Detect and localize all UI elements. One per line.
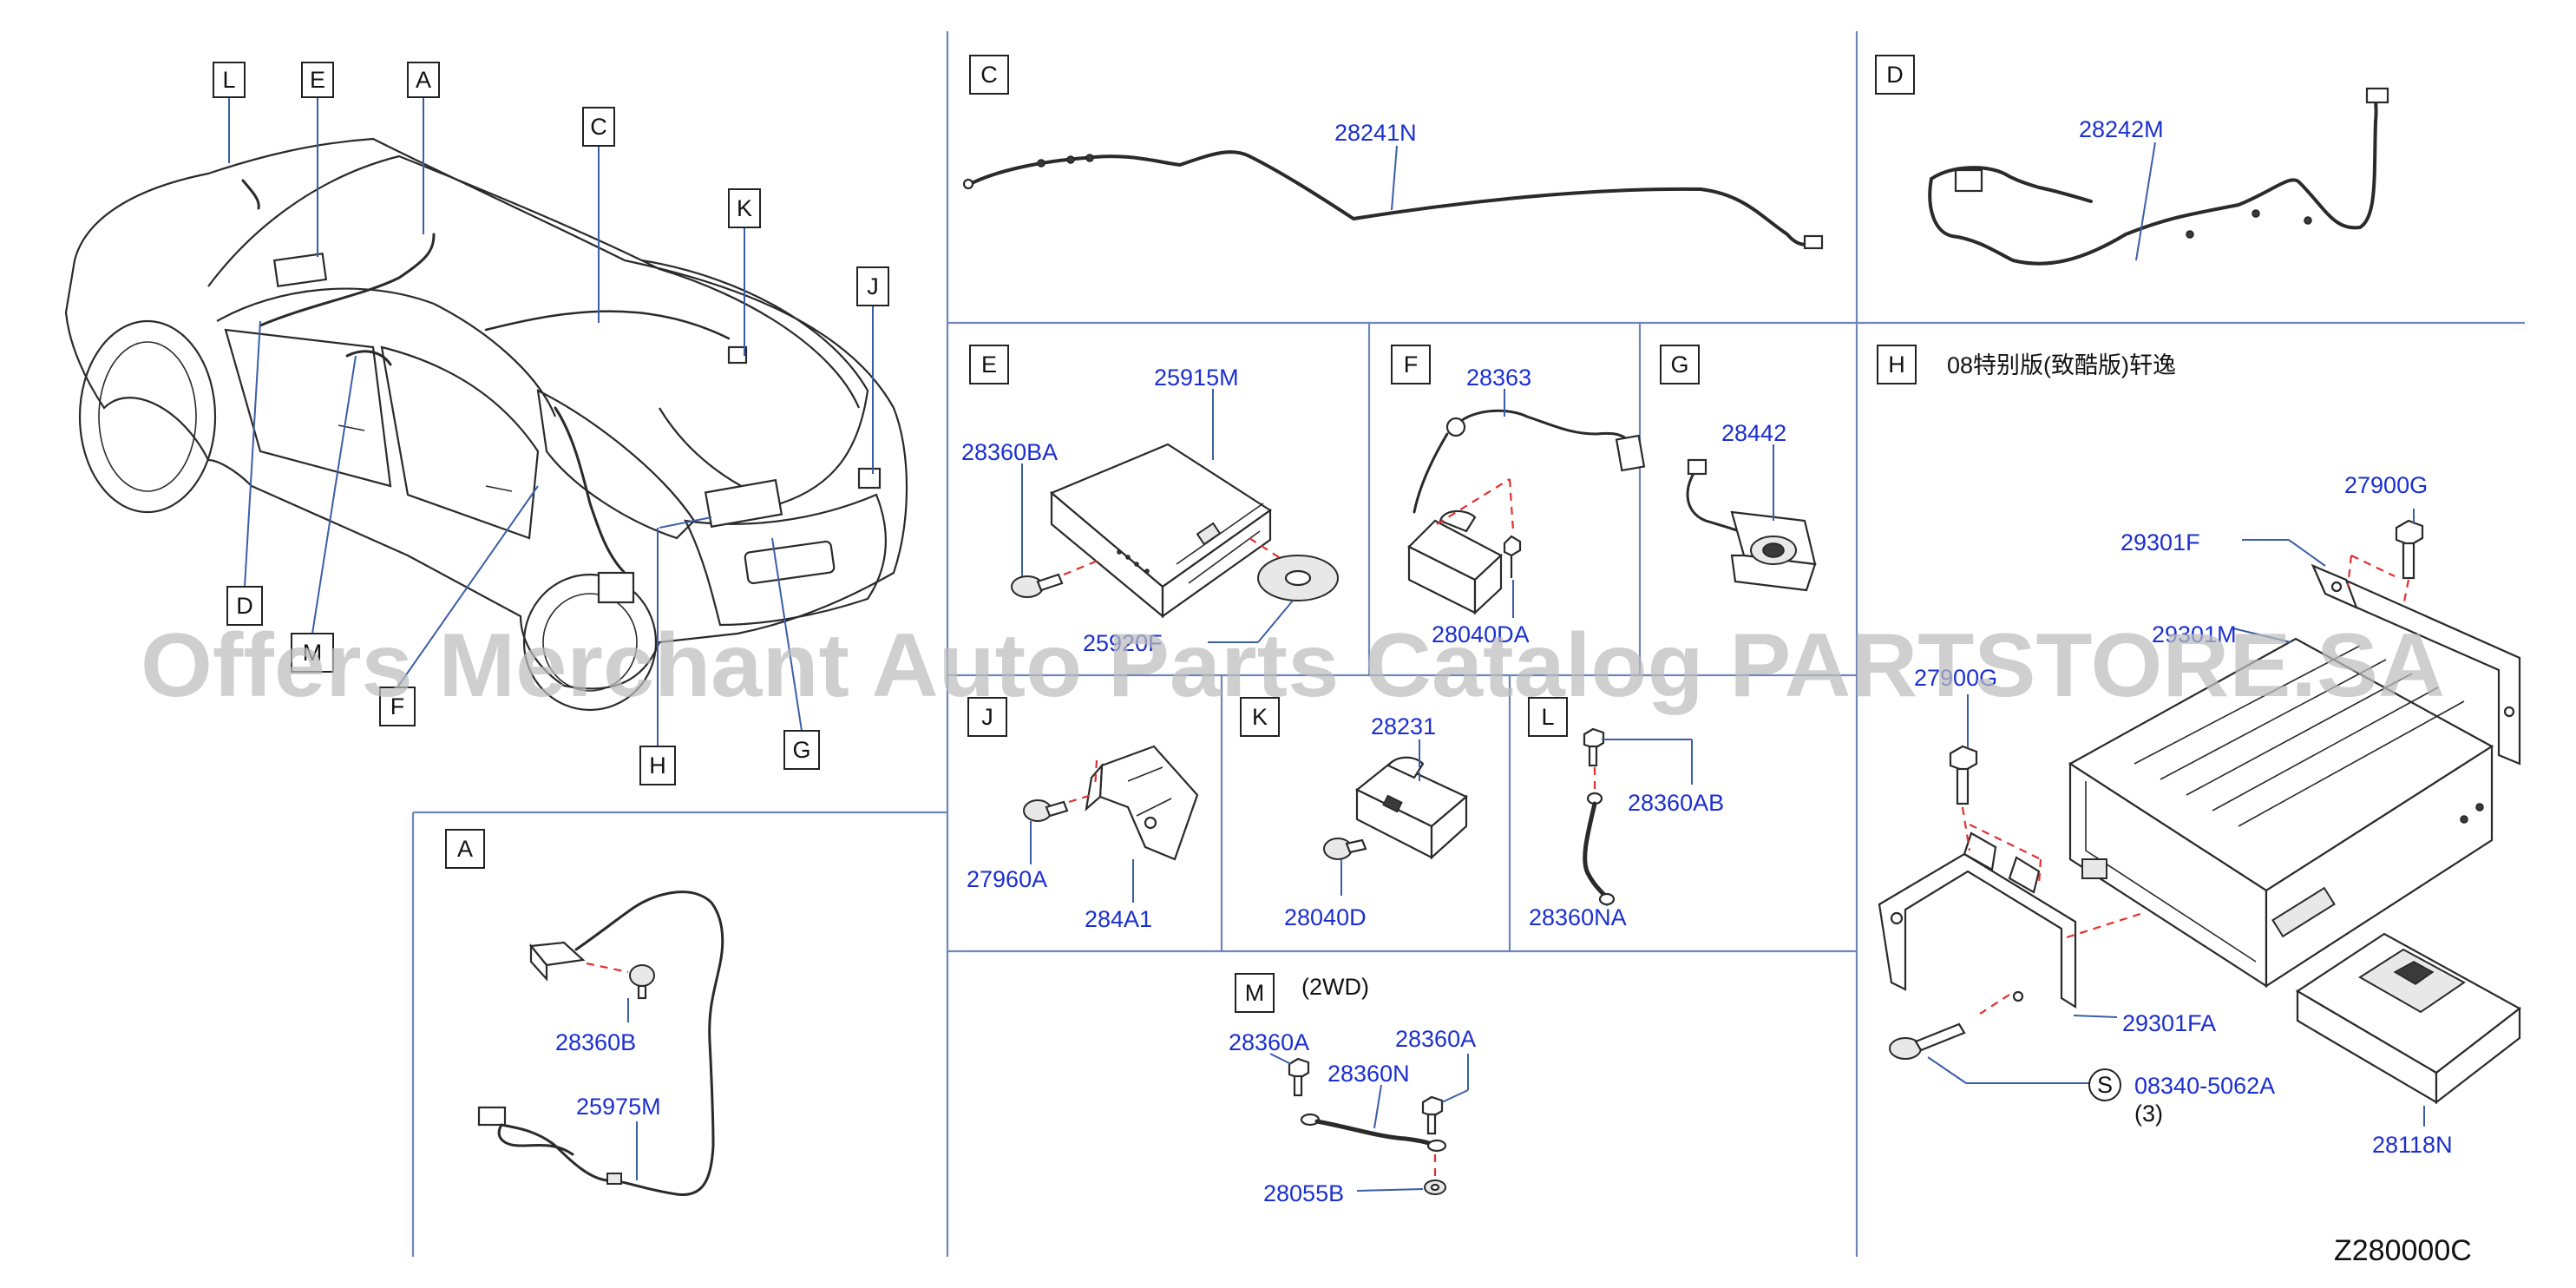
panel-k-letter: K	[1252, 704, 1268, 730]
car-callout-boxes: L E A C K J D M F H G	[213, 62, 889, 785]
callout-j: J	[867, 273, 879, 299]
callout-l: L	[222, 67, 235, 93]
part-27900g-top: 27900G	[2344, 472, 2428, 498]
panel-l: L 28360AB 28360NA	[1528, 697, 1724, 930]
part-25915m: 25915M	[1154, 365, 1239, 391]
panel-j-letter: J	[981, 704, 993, 730]
part-28360a-left: 28360A	[1229, 1029, 1309, 1055]
part-28360ab: 28360AB	[1628, 790, 1724, 816]
watermark: Offers Merchant Auto Parts Catalog PARTS…	[141, 615, 2445, 716]
part-28055b: 28055B	[1263, 1180, 1344, 1206]
part-28360b: 28360B	[555, 1029, 636, 1055]
part-28360ba: 28360BA	[961, 439, 1058, 465]
panel-l-letter: L	[1541, 704, 1554, 730]
part-29301m: 29301M	[2152, 621, 2237, 647]
panel-a: A 28360B 25975M	[445, 829, 724, 1196]
panel-f: F 28363 28040DA	[1391, 345, 1646, 647]
part-28360na: 28360NA	[1529, 904, 1627, 930]
part-28040da: 28040DA	[1432, 621, 1530, 647]
panel-m: M (2WD) 28360A 28360N 28360A 28055B	[1229, 973, 1476, 1206]
panel-e-letter: E	[981, 352, 997, 378]
s-symbol: S	[2097, 1072, 2113, 1098]
panel-e: E 25915M 28360BA 25920F	[961, 345, 1339, 656]
panel-f-letter: F	[1404, 352, 1419, 378]
panel-c: C 28241N	[962, 55, 1824, 250]
car-callout-leaders	[228, 97, 874, 746]
callout-a: A	[416, 67, 431, 93]
part-28241n: 28241N	[1334, 120, 1417, 146]
diagram-code: Z280000C	[2334, 1234, 2472, 1267]
callout-k: K	[737, 195, 752, 221]
panel-k: K 28231 28040D	[1240, 697, 1469, 930]
part-27960a: 27960A	[967, 866, 1047, 892]
part-28242m: 28242M	[2079, 116, 2164, 142]
panel-g: G 28442	[1660, 345, 1817, 592]
callout-c: C	[590, 114, 607, 140]
car-overview	[64, 137, 908, 712]
callout-h: H	[649, 752, 666, 779]
panel-h: H 08特别版(致酷版)轩逸	[1877, 345, 2522, 1158]
panel-d-letter: D	[1886, 62, 1904, 88]
panel-m-note: (2WD)	[1301, 974, 1369, 1000]
panel-a-letter: A	[457, 836, 473, 862]
part-28231: 28231	[1371, 713, 1436, 739]
part-29301f: 29301F	[2120, 529, 2200, 555]
panel-h-note: 08特别版(致酷版)轩逸	[1947, 352, 2176, 378]
panel-d: D 28242M	[1875, 55, 2389, 266]
callout-m: M	[303, 640, 323, 666]
part-08340-5062a: 08340-5062A	[2134, 1073, 2275, 1099]
part-25920f: 25920F	[1083, 630, 1163, 656]
part-284a1: 284A1	[1085, 906, 1152, 932]
part-28442: 28442	[1721, 420, 1786, 446]
part-28360a-right: 28360A	[1395, 1026, 1476, 1052]
part-28040d: 28040D	[1284, 904, 1367, 930]
panel-g-letter: G	[1670, 352, 1688, 378]
callout-f: F	[390, 693, 405, 720]
panel-j: J 27960A 284A1	[967, 697, 1199, 932]
part-28360n: 28360N	[1327, 1061, 1410, 1087]
callout-g: G	[792, 737, 810, 763]
part-29301fa: 29301FA	[2122, 1010, 2216, 1036]
qty-3: (3)	[2134, 1101, 2163, 1127]
part-25975m: 25975M	[576, 1094, 661, 1120]
panel-grid	[411, 31, 2525, 1257]
part-28363: 28363	[1466, 365, 1531, 391]
panel-c-letter: C	[980, 62, 998, 88]
callout-e: E	[310, 67, 325, 93]
part-27900g-lower: 27900G	[1914, 665, 1997, 691]
panel-h-letter: H	[1888, 352, 1905, 378]
callout-d: D	[236, 593, 253, 619]
part-28118n: 28118N	[2372, 1132, 2453, 1158]
panel-m-letter: M	[1245, 980, 1265, 1006]
